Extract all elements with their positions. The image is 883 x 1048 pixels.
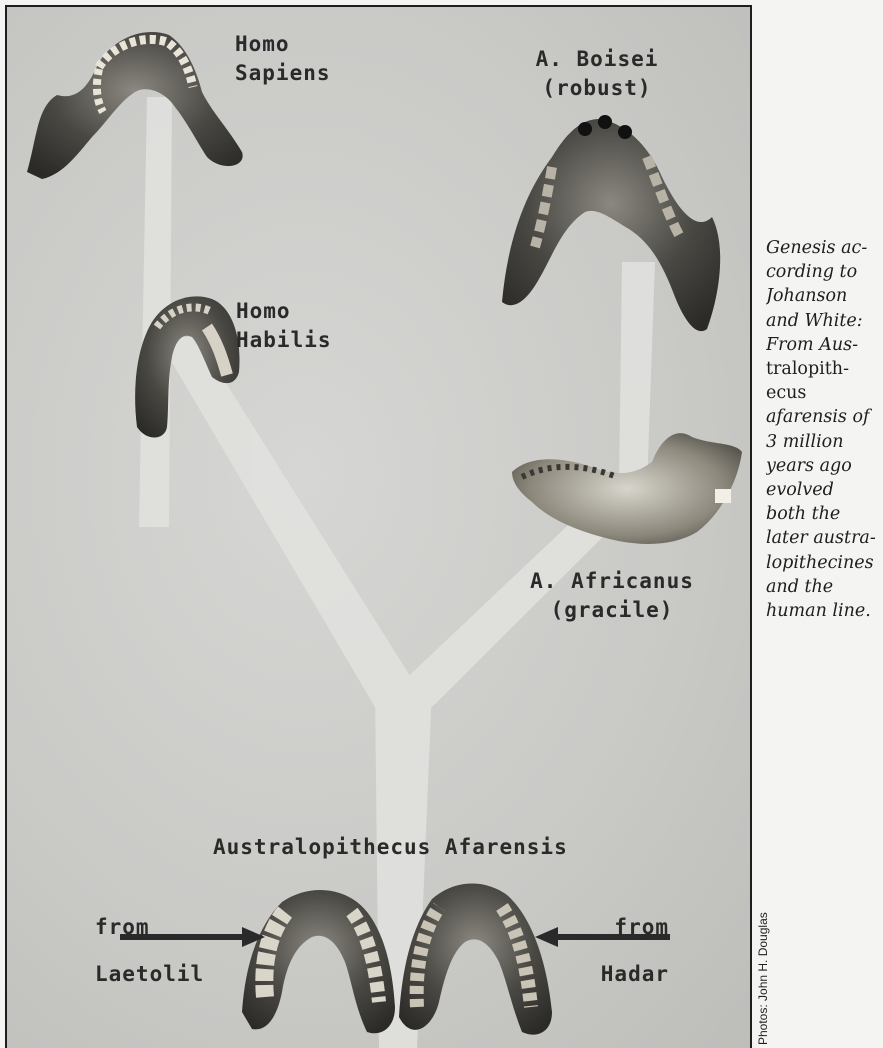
caption-line: and White: (766, 309, 883, 333)
homo-sapiens-label: Homo Sapiens (235, 30, 331, 88)
africanus-label: A. Africanus (gracile) (507, 567, 717, 625)
caption-line: afarensis of (766, 405, 883, 429)
caption-line: both the (766, 502, 883, 526)
caption-line: ecus (766, 381, 883, 405)
afarensis-label: Australopithecus Afarensis (213, 833, 568, 862)
caption-line: 3 million (766, 430, 883, 454)
afarensis-laetolil-jaw (242, 890, 395, 1033)
caption-line: lopithecines (766, 551, 883, 575)
boisei-label-line2: (robust) (517, 74, 677, 103)
laetolil-label-line2: Laetolil (95, 951, 204, 998)
homo-sapiens-label-line2: Sapiens (235, 59, 331, 88)
homo-sapiens-jaw (27, 32, 243, 179)
caption-line: Genesis ac- (766, 236, 883, 260)
homo-habilis-label: Homo Habilis (236, 297, 332, 355)
arrow-left-icon (535, 927, 670, 947)
caption-line: Johanson (766, 284, 883, 308)
caption-line: and the (766, 575, 883, 599)
fossil-photo: Homo Sapiens A. Boisei (robust) Homo Hab… (5, 5, 752, 1048)
boisei-jaw (502, 115, 720, 331)
africanus-label-line2: (gracile) (507, 596, 717, 625)
boisei-label-line1: A. Boisei (517, 45, 677, 74)
homo-habilis-label-line2: Habilis (236, 326, 332, 355)
africanus-label-line1: A. Africanus (507, 567, 717, 596)
caption-line: cording to (766, 260, 883, 284)
caption-line: From Aus- (766, 333, 883, 357)
homo-sapiens-label-line1: Homo (235, 30, 331, 59)
afarensis-label-text: Australopithecus Afarensis (213, 833, 568, 862)
caption-line: later austra- (766, 526, 883, 550)
caption-line: years ago (766, 454, 883, 478)
laetolil-label: from Laetolil (95, 904, 204, 998)
hadar-label: from Hadar (599, 904, 669, 998)
photo-credit: Photos: John H. Douglas (756, 912, 770, 1045)
arrow-right-icon (120, 927, 265, 947)
caption-line: evolved (766, 478, 883, 502)
figure-caption: Genesis ac- cording to Johanson and Whit… (766, 236, 883, 623)
hadar-label-line2: Hadar (599, 951, 669, 998)
boisei-label: A. Boisei (robust) (517, 45, 677, 103)
evolution-tree-photo (7, 7, 752, 1048)
caption-line: human line. (766, 599, 883, 623)
caption-line: tralopith- (766, 357, 883, 381)
homo-habilis-label-line1: Homo (236, 297, 332, 326)
